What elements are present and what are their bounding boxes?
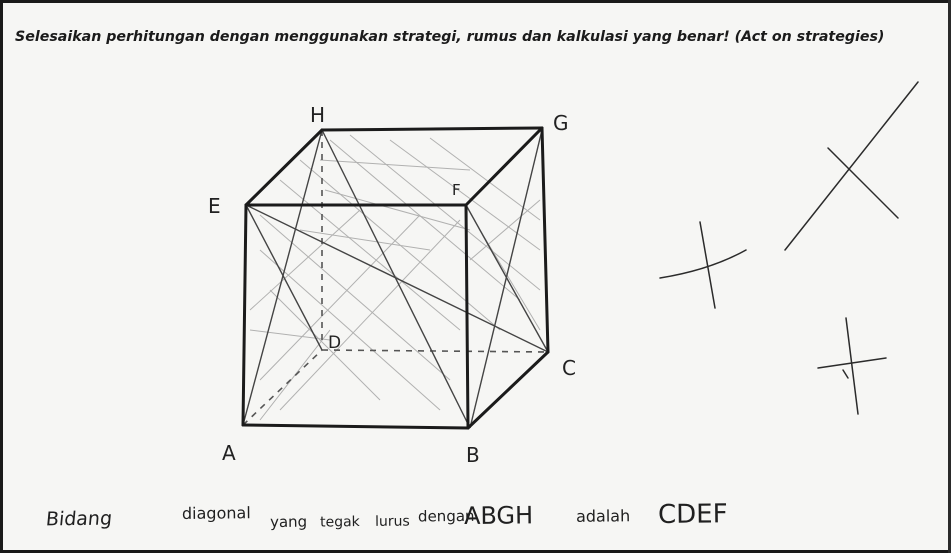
edge-EA [241,203,248,427]
answer-word-4: tegak [320,514,361,530]
diag-ED [245,204,323,351]
answer-word-6: dengan [418,507,475,526]
diag-HB [321,129,471,429]
scratch-vertical-2 [845,317,859,415]
scratch-tick [842,369,849,379]
diag-FC [465,204,549,353]
vertex-label-B: B [466,443,480,467]
edge-FB [464,203,470,430]
answer-word-8: adalah [576,506,630,526]
task-instruction: Selesaikan perhitungan dengan menggunaka… [15,29,885,45]
answer-word-2: diagonal [182,503,251,523]
edge-FG [464,126,544,207]
edge-AB [241,423,470,430]
edge-AD [242,349,323,426]
vertex-label-H: H [310,103,325,127]
vertex-label-E: E [208,194,221,218]
edge-HG [320,126,544,132]
diag-EC [245,204,549,353]
answer-line: Bidang diagonal yang tegak lurus dengan … [45,499,728,531]
vertex-label-C: C [562,356,576,380]
scratch-marks [659,81,919,415]
visible-edges [241,126,550,430]
scratch-horizontal [817,357,887,369]
edge-BC [466,350,550,430]
scratch-arc [659,249,747,279]
vertex-label-A: A [222,441,236,465]
diag-AH [242,129,323,426]
diag-GB [469,129,543,429]
scratch-vertical-1 [699,221,716,309]
vertex-label-F: F [452,181,461,199]
scratch-cross-line [827,147,899,219]
edge-EH [244,128,324,207]
answer-word-3: yang [270,513,307,531]
answer-word-9: CDEF [658,499,728,530]
scratch-long-line [784,81,919,251]
edge-DC [321,349,549,353]
page-edge [948,0,951,553]
answer-word-7: ABGH [464,501,533,530]
edge-GC [540,126,550,354]
hidden-edges [242,130,549,426]
vertex-label-D: D [328,333,341,353]
answer-word-1: Bidang [45,508,113,531]
diagonal-lines [242,129,549,429]
pencil-shading [249,134,541,421]
vertex-label-G: G [553,111,569,135]
answer-word-5: lurus [375,514,410,530]
